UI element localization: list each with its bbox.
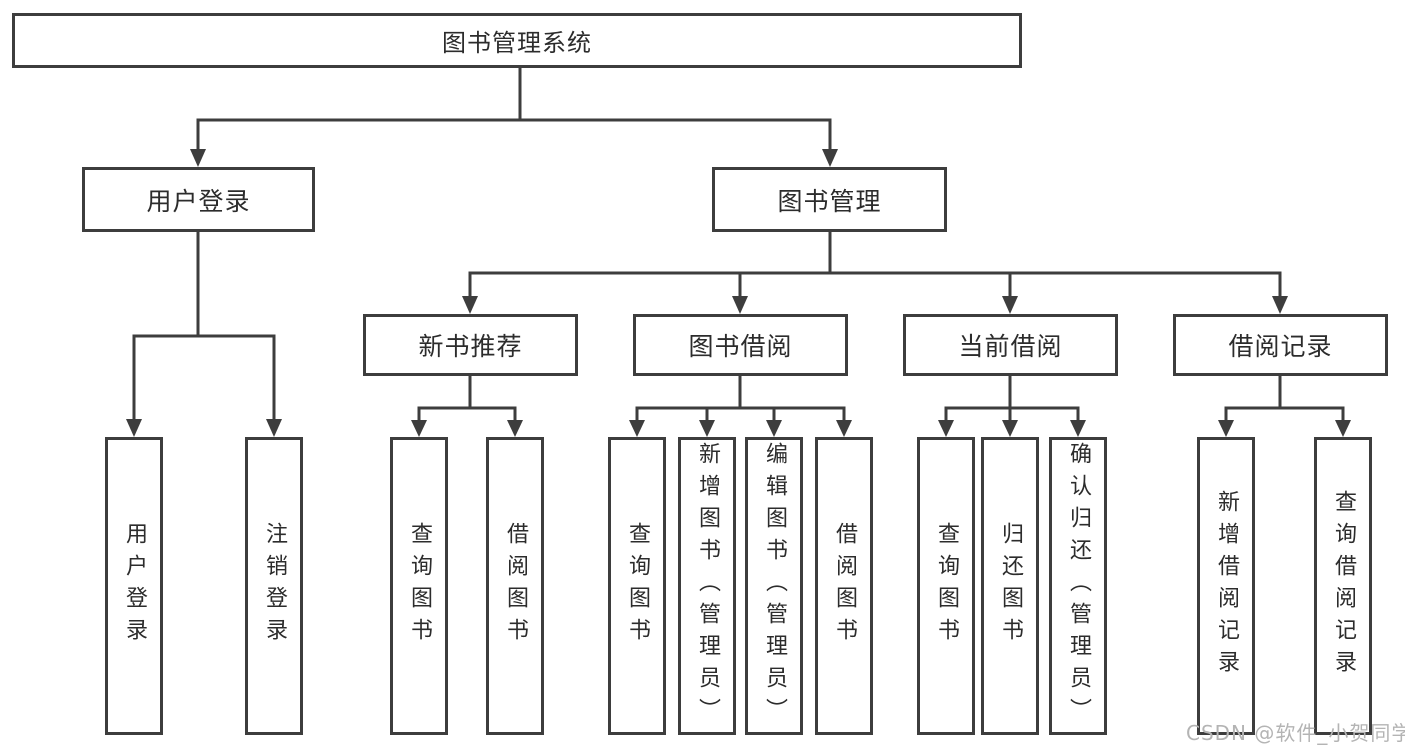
arrowhead-book-management <box>822 149 838 167</box>
leaf-borrow-books-borrowing: 借阅图书 <box>815 437 873 735</box>
arrowhead-book-borrowing <box>732 296 748 314</box>
leaf-query-books-recommend: 查询图书 <box>390 437 448 735</box>
node-book-borrowing: 图书借阅 <box>633 314 848 376</box>
arrowhead-user-login <box>190 149 206 167</box>
node-library-management-system: 图书管理系统 <box>12 13 1022 68</box>
node-user-login-branch: 用户登录 <box>82 167 315 232</box>
leaf-user-login: 用户登录 <box>105 437 163 735</box>
node-new-book-recommend: 新书推荐 <box>363 314 578 376</box>
leaf-edit-book-admin: 编辑图书（管理员） <box>745 437 803 735</box>
leaf-query-books-borrowing: 查询图书 <box>608 437 666 735</box>
arrowhead-borrowing-records <box>1272 296 1288 314</box>
node-borrowing-records: 借阅记录 <box>1173 314 1388 376</box>
csdn-watermark: CSDN @软件_小贺同学 <box>1186 721 1405 745</box>
leaf-confirm-return-admin: 确认归还（管理员） <box>1049 437 1107 735</box>
arrowhead-new-book-recommend <box>462 296 478 314</box>
leaf-query-books-current: 查询图书 <box>917 437 975 735</box>
leaf-add-book-admin: 新增图书（管理员） <box>678 437 736 735</box>
node-current-borrowing: 当前借阅 <box>903 314 1118 376</box>
leaf-borrow-books-recommend: 借阅图书 <box>486 437 544 735</box>
arrowhead-current-borrowing <box>1002 296 1018 314</box>
leaf-return-books: 归还图书 <box>981 437 1039 735</box>
leaf-logout: 注销登录 <box>245 437 303 735</box>
arrowhead-leaf-user-login <box>126 419 142 437</box>
leaf-query-borrow-record: 查询借阅记录 <box>1314 437 1372 735</box>
node-book-management-branch: 图书管理 <box>712 167 947 232</box>
arrowhead-leaf-logout <box>266 419 282 437</box>
leaf-add-borrow-record: 新增借阅记录 <box>1197 437 1255 735</box>
